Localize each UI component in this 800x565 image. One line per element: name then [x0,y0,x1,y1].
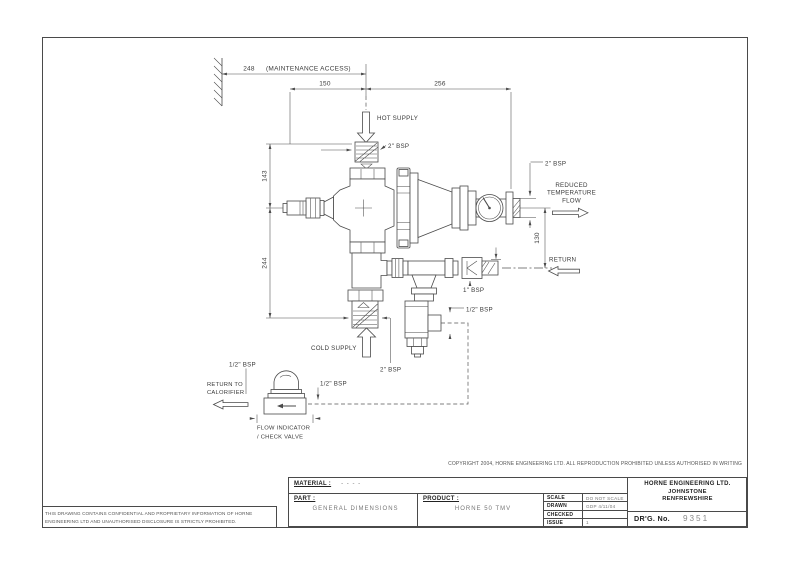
dim-244: 244 [262,257,269,269]
disclaimer-line-2: ENGINEERING LTD AND UNAUTHORISED DISCLOS… [45,518,237,524]
dim-256: 256 [434,81,446,88]
return-label: RETURN [549,257,576,264]
hot-supply-arrow: HOT SUPPLY [356,111,418,144]
outlet-dimensions: 2" BSP 130 [520,160,566,268]
reduced-label-2: TEMPERATURE [547,190,596,197]
issue-value: 1 [586,520,589,526]
dimension-150-256: 150 256 [289,64,512,189]
dimension-maintenance-access: 248 (MAINTENANCE ACCESS) [222,66,366,76]
drawn-label: DRAWN [544,502,583,511]
scale-value: DO NOT SCALE [583,494,627,503]
hot-inlet-bsp-label: 2" BSP [388,143,409,150]
flow-right-arrow [552,207,589,218]
product-value: HORNE 50 TMV [454,506,512,512]
product-label: PRODUCT : [423,496,460,502]
company-county: RENFREWSHIRE [662,496,713,502]
return-left-arrow [547,265,580,277]
reduced-label-3: FLOW [562,197,581,204]
wall-hatch [213,57,223,107]
copyright-notice: COPYRIGHT 2004, HORNE ENGINEERING LTD. A… [448,461,742,467]
border-frame [42,37,748,528]
product-cell: PRODUCT : HORNE 50 TMV [418,494,544,527]
dim-143: 143 [262,170,269,182]
return-bsp-label: 1" BSP [463,287,484,294]
flow-indicator-label-1: FLOW INDICATOR [257,426,310,432]
hot-inlet-port: 2" BSP [321,141,409,180]
material-label: MATERIAL : [294,481,332,487]
dim-248: 248 [243,66,255,73]
flow-indicator: 1/2" BSP 1/2" BSP RETURN TO CALORIFIER F… [207,362,347,441]
outlet-bsp-label: 2" BSP [545,160,566,167]
dim-150: 150 [319,81,331,88]
issue-label: ISSUE [544,518,583,527]
scale-table: SCALE DO NOT SCALE DRAWN GDP 4/11/04 CHE… [544,494,628,527]
indicator-bsp-label: 1/2" BSP [320,381,347,388]
return-branch: 1" BSP [349,241,501,294]
material-cell: MATERIAL : - - - - [289,478,628,494]
drain-valve: 1/2" BSP [404,287,493,358]
company-town: JOHNSTONE [668,488,707,495]
return-line: RETURN [502,257,580,277]
disclaimer-line-1: THIS DRAWING CONTAINS CONFIDENTIAL AND P… [45,511,253,516]
return-to-label-2: CALORIFIER [207,390,244,396]
check-valve [461,257,483,279]
dashed-pipe-route [306,322,469,405]
return-to-label-1: RETURN TO [207,382,243,388]
flow-direction-arrow [277,403,283,409]
drg-no-label: DR'G. No. [634,514,670,523]
cold-inlet-bsp-label: 2" BSP [380,367,401,374]
cold-inlet-port: 2" BSP COLD SUPPLY [311,289,401,374]
calorifier-bsp-label: 1/2" BSP [229,362,256,369]
dim-248-note: (MAINTENANCE ACCESS) [266,66,351,73]
company-name: HORNE ENGINEERING LTD. [644,481,731,487]
cold-supply-label: COLD SUPPLY [311,345,357,352]
drain-bsp-label: 1/2" BSP [466,307,493,314]
drawing-number-cell: DR'G. No. 9351 [628,512,747,526]
part-label: PART : [294,496,316,502]
temperature-gauge [475,191,521,225]
calorifier-left-arrow [212,399,249,410]
title-block: MATERIAL : - - - - PART : GENERAL DIMENS… [288,477,747,527]
confidentiality-disclaimer: THIS DRAWING CONTAINS CONFIDENTIAL AND P… [42,506,277,528]
drawn-value: GDP 4/11/04 [583,502,627,511]
company-cell: HORNE ENGINEERING LTD. JOHNSTONE RENFREW… [628,478,747,512]
dim-130: 130 [534,232,541,244]
material-value: - - - - [341,481,362,487]
checked-label: CHECKED [544,510,583,519]
reduced-temperature-flow: REDUCED TEMPERATURE FLOW [547,182,596,218]
hot-supply-label: HOT SUPPLY [377,115,418,122]
checked-value [583,511,627,519]
dimension-143-244: 143 244 [262,143,352,320]
part-cell: PART : GENERAL DIMENSIONS [289,494,418,527]
cold-supply-arrow [356,327,377,358]
reduced-label-1: REDUCED [555,182,588,189]
mixing-valve-body [282,178,395,243]
part-value: GENERAL DIMENSIONS [312,506,399,512]
flow-indicator-label-2: / CHECK VALVE [257,435,303,441]
drg-no-value: 9351 [682,514,710,523]
scale-label: SCALE [544,494,583,503]
